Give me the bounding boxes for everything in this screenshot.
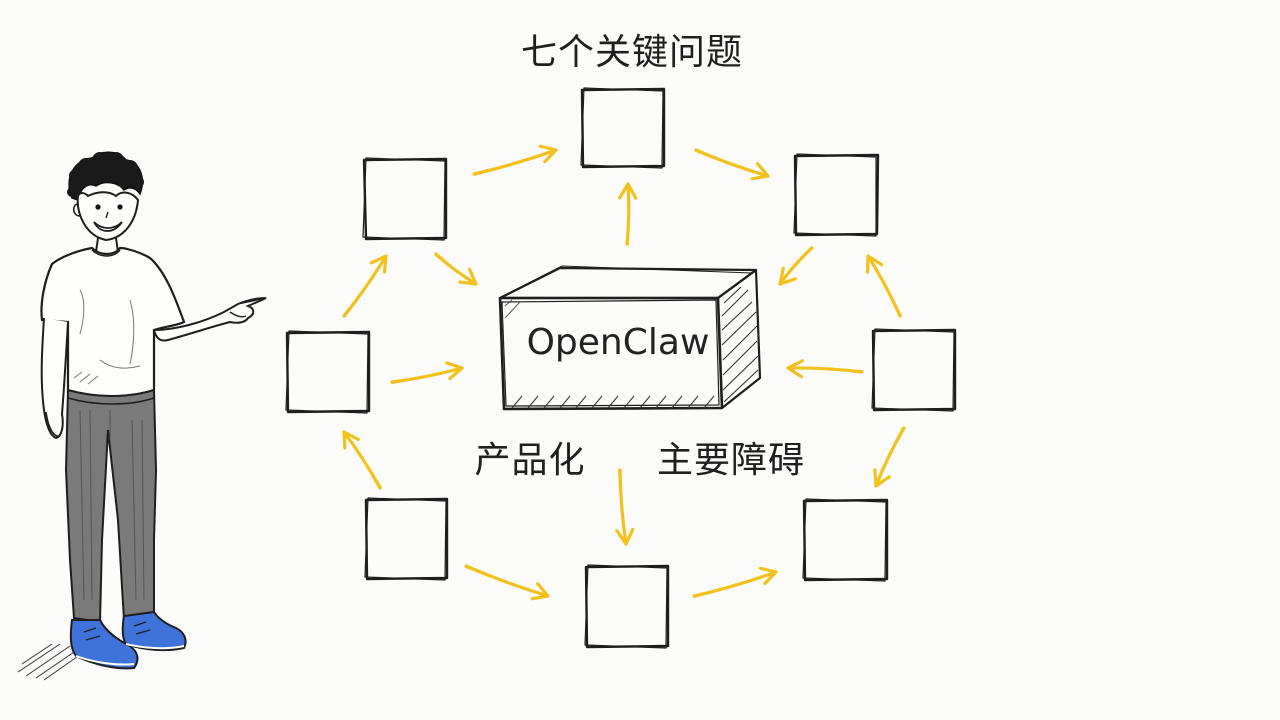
center-box	[498, 265, 762, 411]
arrow-left-to-upper-left	[342, 254, 388, 318]
arrow-right-to-upper-right	[865, 254, 902, 318]
center-box-label: OpenClaw	[527, 322, 710, 363]
arrow-right-to-center	[786, 359, 864, 379]
right-shoe	[121, 610, 187, 652]
arrow-bottom-to-lower-right	[692, 566, 778, 598]
arrow-lower-left-to-bottom	[464, 564, 550, 601]
arrow-left-to-center	[390, 361, 464, 384]
caption-right: 主要障碍	[657, 440, 805, 481]
node-box-lower-right	[802, 498, 889, 582]
caption-left: 产品化	[474, 440, 585, 481]
node-box-right	[871, 328, 957, 412]
arrow-top-to-upper-right	[694, 148, 770, 181]
node-box-top	[580, 87, 666, 169]
node-box-bottom	[584, 564, 670, 649]
arrows-group	[342, 144, 906, 601]
arrow-upper-left-to-center	[434, 252, 478, 286]
arrow-center-to-bottom	[615, 468, 635, 546]
person-illustration	[17, 151, 267, 681]
node-box-left	[285, 330, 371, 414]
node-box-upper-left	[362, 157, 448, 241]
arrow-center-to-top	[618, 182, 638, 246]
arrow-upper-right-to-center	[778, 246, 814, 286]
arrow-lower-left-to-left	[342, 430, 382, 490]
arrow-upper-left-to-top	[472, 144, 558, 176]
diagram-title: 七个关键问题	[521, 32, 743, 73]
node-box-lower-left	[364, 497, 449, 581]
node-box-upper-right	[793, 153, 880, 237]
face	[76, 191, 140, 242]
t-shirt	[40, 246, 186, 398]
arrow-right-to-lower-right	[873, 426, 906, 488]
left-shoe	[69, 619, 139, 670]
